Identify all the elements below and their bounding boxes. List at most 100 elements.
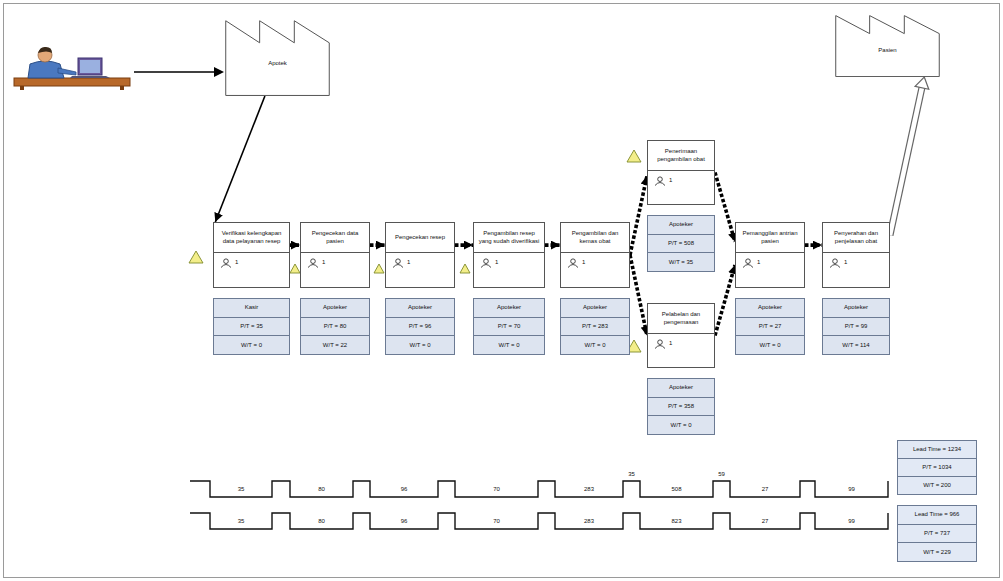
node-text: Penyerahan dan penjelasan obat: [826, 230, 886, 244]
timeline-ladder: [190, 513, 888, 529]
push-arrow: [630, 255, 647, 336]
data-row: Lead Time = 1234: [898, 441, 976, 459]
data-box: ApotekerP/T = 96W/T = 0: [385, 298, 455, 355]
data-row: Apoteker: [648, 216, 714, 235]
node-text: Pengecekan resep: [395, 234, 445, 241]
data-value: P/T = 358: [668, 403, 694, 410]
data-value: Apoteker: [497, 304, 521, 311]
operator-row: 1: [648, 334, 714, 354]
data-row: Apoteker: [386, 299, 454, 318]
data-value: P/T = 99: [845, 323, 868, 330]
node-text: 1: [757, 259, 760, 266]
node-text: Pengambilan resep yang sudah diverifikas…: [477, 230, 541, 244]
data-value: W/T = 35: [669, 259, 693, 266]
operator-row: 1: [561, 253, 629, 273]
data-value: W/T = 0: [670, 422, 691, 429]
operator-symbol: [220, 258, 232, 268]
operator-row: 1: [301, 253, 369, 273]
time-value: 99: [847, 486, 856, 493]
data-box: ApotekerP/T = 27W/T = 0: [735, 298, 805, 355]
data-value: P/T = 737: [924, 530, 950, 537]
process-title: Pengambilan resep yang sudah diverifikas…: [474, 223, 544, 253]
external-entity: Apotek: [225, 20, 330, 96]
process-box: Pengecekan resep 1: [385, 222, 455, 288]
data-row: W/T = 35: [648, 253, 714, 271]
operator-symbol: [829, 258, 841, 268]
data-row: Kasir: [214, 299, 289, 318]
data-row: P/T = 358: [648, 398, 714, 417]
time-value: 35: [627, 471, 636, 478]
data-value: P/T = 1034: [922, 464, 951, 471]
data-box: ApotekerP/T = 358W/T = 0: [647, 378, 715, 435]
operator-row: 1: [214, 253, 289, 273]
data-value: P/T = 283: [582, 323, 608, 330]
data-row: P/T = 283: [561, 318, 629, 337]
data-row: Apoteker: [648, 379, 714, 398]
data-value: Apoteker: [583, 304, 607, 311]
external-entity: Pasien: [835, 15, 940, 77]
information-arrow: [215, 96, 265, 222]
data-value: W/T = 0: [409, 342, 430, 349]
data-row: W/T = 0: [736, 336, 804, 354]
data-value: Apoteker: [408, 304, 432, 311]
time-value: 96: [400, 486, 409, 493]
data-value: Apoteker: [844, 304, 868, 311]
data-box: ApotekerP/T = 99 W/T = 114: [822, 298, 890, 355]
data-value: W/T = 0: [241, 342, 262, 349]
process-title: Pelabelan dan pengemasan: [648, 304, 714, 334]
data-row: W/T = 0: [474, 336, 544, 354]
process-box: Pengambilan resep yang sudah diverifikas…: [473, 222, 545, 288]
operator-symbol: [654, 339, 666, 349]
summary-box: Lead Time = 966P/T = 737W/T = 229: [897, 505, 977, 562]
operator-symbol: [307, 258, 319, 268]
operator-symbol: [567, 258, 579, 268]
process-box: Pengecekan data pasien 1: [300, 222, 370, 288]
process-title: Pengecekan data pasien: [301, 223, 369, 253]
data-row: Apoteker: [474, 299, 544, 318]
time-value: 96: [400, 518, 409, 525]
picture-frame: [4, 4, 1000, 578]
data-value: Lead Time = 966: [915, 511, 960, 518]
data-value: W/T = 0: [498, 342, 519, 349]
process-box: Penyerahan dan penjelasan obat 1: [822, 222, 890, 288]
data-box: ApotekerP/T = 283W/T = 0: [560, 298, 630, 355]
push-arrow: [545, 245, 560, 246]
node-text: Apotek: [229, 60, 326, 67]
node-text: Pengecekan data pasien: [304, 230, 366, 244]
data-row: W/T = 0: [214, 336, 289, 354]
inventory-triangle: [290, 264, 300, 273]
process-box: Pengambilan dan kemas obat1: [560, 222, 630, 288]
data-value: W/T = 229: [923, 549, 951, 556]
push-arrow: [370, 245, 385, 246]
time-value: 283: [583, 486, 595, 493]
data-box: KasirP/T = 35W/T = 0: [213, 298, 290, 355]
data-row: Apoteker: [561, 299, 629, 318]
inventory-triangle: [189, 251, 203, 263]
data-value: Apoteker: [669, 221, 693, 228]
process-box: Pelabelan dan pengemasan1: [647, 303, 715, 368]
node-text: 1: [844, 259, 847, 266]
process-title: Penyerahan dan penjelasan obat: [823, 223, 889, 253]
data-value: P/T = 80: [324, 323, 347, 330]
data-value: Kasir: [245, 304, 259, 311]
time-value: 70: [492, 486, 501, 493]
process-title: Pengambilan dan kemas obat: [561, 223, 629, 253]
data-row: W/T = 114: [823, 336, 889, 354]
push-arrow: [455, 245, 473, 246]
data-value: W/T = 0: [584, 342, 605, 349]
entity-label: Apotek: [229, 60, 326, 67]
data-box: ApotekerP/T = 508W/T = 35: [647, 215, 715, 272]
operator-symbol: [742, 258, 754, 268]
push-arrow: [715, 265, 735, 336]
operator-symbol: [392, 258, 404, 268]
data-value: Lead Time = 1234: [913, 446, 961, 453]
data-row: W/T = 0: [648, 416, 714, 434]
data-value: Apoteker: [669, 384, 693, 391]
data-row: W/T = 229: [898, 543, 976, 561]
node-text: 1: [669, 177, 672, 184]
operator-row: 1: [386, 253, 454, 273]
data-value: P/T = 70: [498, 323, 521, 330]
process-box: Pemanggilan antrian pasien1: [735, 222, 805, 288]
customer-illustration: [14, 47, 130, 90]
data-row: W/T = 0: [386, 336, 454, 354]
